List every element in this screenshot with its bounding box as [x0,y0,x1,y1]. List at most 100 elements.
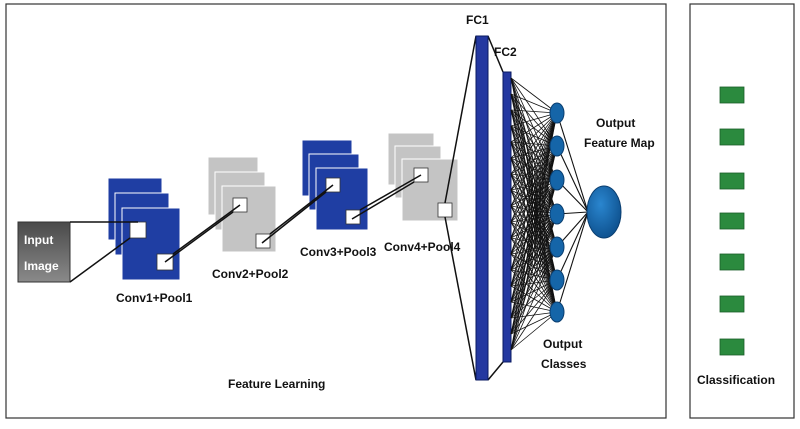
fc2-to-class-node-line [510,179,558,351]
fc2-to-class-node-line [510,179,558,287]
conv1-kernel-window [129,221,147,239]
output-classes-label-line1: Output [543,337,582,351]
fc2-to-class-node-line [510,145,558,271]
fc2-to-class-node-line [510,93,558,181]
fc2-to-class-node-line [510,179,558,239]
fc2-layer [502,71,512,363]
fc2-to-class-node-line [510,145,558,255]
conv2-pool2-stack [207,156,277,253]
pool3-kernel-window [345,209,361,225]
input-to-conv1-line-bottom [69,237,131,283]
pool4-to-fc1-line-top [444,35,477,204]
pool1-to-conv2-line-2 [164,211,234,263]
pool4-to-fc1-line-bottom [444,216,477,381]
fc1-layer [475,35,489,381]
fc2-to-class-node-line [510,179,558,303]
fc2-to-class-node-line [510,237,558,313]
input-label-line2: Image [24,259,59,273]
fc2-to-class-node-line [510,311,558,319]
output-class-node-1 [549,102,565,124]
fc2-to-class-node-line [510,221,558,313]
pool2-to-conv3-line-2 [261,191,327,244]
stage-connection-lines [69,35,504,381]
fc2-to-class-node-line [510,157,558,181]
class-node-to-output-map-line [556,211,589,313]
output-class-node-6 [549,269,565,291]
fc2-to-class-node-line [510,269,558,313]
fc2-to-class-node-line [510,253,558,313]
input-image: Input Image [17,221,71,283]
fc2-to-class-node-line [510,77,558,181]
fc1-to-fc2-line-bottom [487,361,504,381]
pool4-kernel-window [437,202,453,218]
classification-box-7 [719,338,745,356]
fc2-to-class-node-line [510,173,558,181]
fc1-to-fc2-line-top [487,35,504,73]
fc2-to-class-node-line [510,205,558,313]
fc2-to-class-node-line [510,93,558,248]
fc2-label: FC2 [494,45,517,59]
feature-learning-label: Feature Learning [228,377,325,391]
output-class-node-5 [549,236,565,258]
fc2-to-class-node-line [510,77,558,147]
pool2-to-conv3-line [269,184,334,235]
fc2-to-class-node-line [510,125,558,313]
output-feature-map-node [586,185,622,239]
classification-box-1 [719,86,745,104]
pool3-to-conv4-line [359,174,422,211]
fc2-to-class-node-line [510,179,558,319]
fc2-to-class-node-line [510,157,558,313]
fc2-to-class-node-line [510,93,558,114]
class-node-to-output-map-line [556,145,589,213]
fc2-to-class-node-line [510,179,558,191]
conv3-pool3-stack [301,139,369,231]
output-class-node-3 [549,169,565,191]
class-node-to-output-map-line [556,211,589,281]
output-class-nodes [549,102,565,323]
output-feature-map-label-line2: Feature Map [584,136,655,150]
fc2-to-class-node-line [510,109,558,313]
fc2-to-class-node-line [510,93,558,215]
fc2-to-class-node-line [510,145,558,287]
classification-box-6 [719,295,745,313]
conv1-pool1-label: Conv1+Pool1 [116,291,193,305]
fc2-to-class-node-line [510,112,558,207]
fc2-to-class-node-line [510,77,558,114]
class-node-to-output-map-line [556,112,589,213]
fc2-to-class-node-line [510,173,558,313]
fc2-to-class-node-line [510,112,558,191]
fc2-to-class-node-line [510,77,558,215]
fc1-label: FC1 [466,13,489,27]
output-feature-map-label-line1: Output [596,116,635,130]
classification-box-3 [719,172,745,190]
input-label-line1: Input [24,233,53,247]
classification-box-4 [719,212,745,230]
fc2-to-class-node-line [510,145,558,303]
classification-box-5 [719,253,745,271]
conv3-pool3-label: Conv3+Pool3 [300,245,377,259]
pool2-kernel-window [255,233,271,249]
pool1-to-conv2-line [172,204,241,255]
output-class-node-2 [549,135,565,157]
fc2-to-class-node-line [510,311,558,351]
fc2-to-class-node-line [510,301,558,313]
fc-layers [475,35,512,381]
output-class-node-7 [549,301,565,323]
fc2-to-class-node-line [510,141,558,313]
output-class-node-4 [549,203,565,225]
fc2-to-class-node-line [510,311,558,335]
fc2-to-class-node-line [510,285,558,313]
fc2-to-class-node-line [510,179,558,223]
input-image-box [17,221,71,283]
classification-boxes [719,86,745,356]
fc2-to-class-node-line [510,93,558,147]
classification-label: Classification [697,373,775,387]
classification-box-2 [719,128,745,146]
conv1-pool1-stack [107,177,181,281]
classification-panel [689,3,795,419]
fc2-to-class-node-line [510,77,558,281]
conv2-pool2-label: Conv2+Pool2 [212,267,289,281]
fc2-to-class-node-line [510,189,558,313]
